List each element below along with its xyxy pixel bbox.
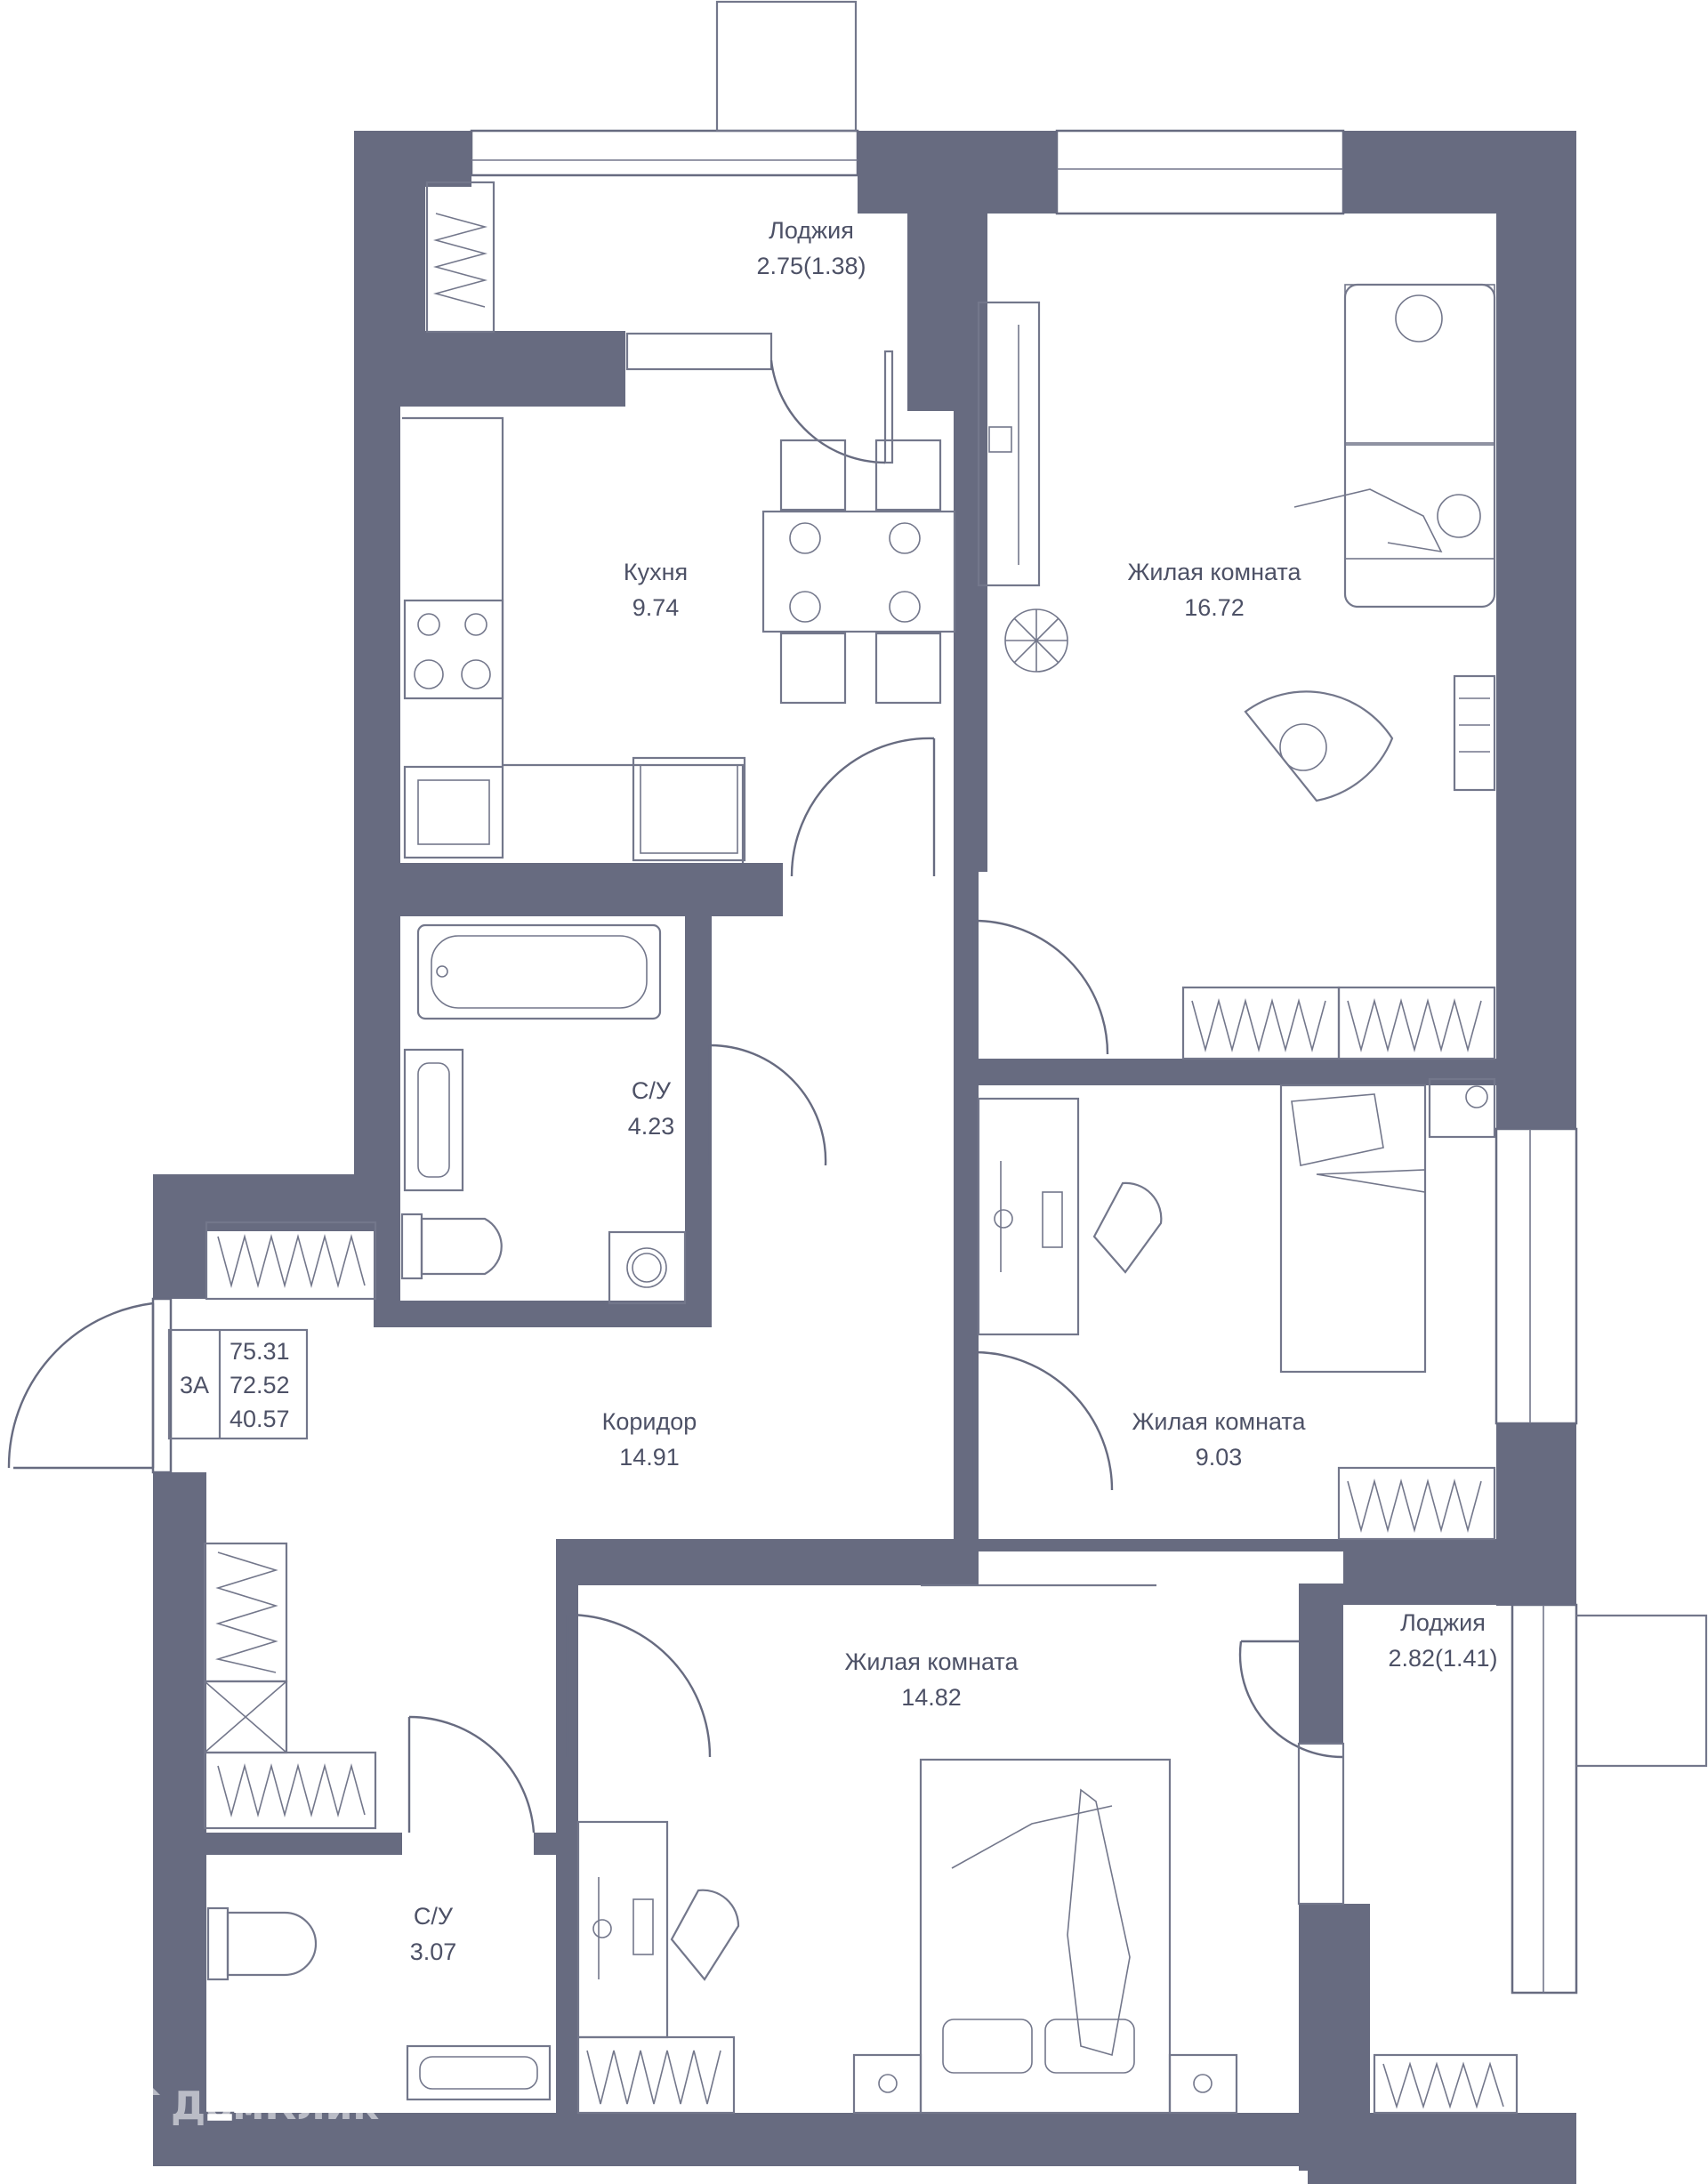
room-name-corridor: Коридор (602, 1408, 697, 1435)
lower-living-furniture (576, 1584, 1238, 2115)
balcony-outlines (715, 0, 1708, 1768)
dining-table (761, 510, 956, 633)
room-name-living-bottom: Жилая комната (844, 1648, 1019, 1675)
double-bed (919, 1758, 1172, 2115)
desk (977, 1097, 1080, 1336)
room-area-living-bottom: 14.82 (901, 1684, 962, 1711)
bed (1279, 1084, 1427, 1374)
room-area-loggia-right: 2.82(1.41) (1388, 1645, 1497, 1672)
apartment-badge: 3А 75.31 72.52 40.57 (167, 1328, 309, 1440)
plant-icon (1004, 608, 1068, 673)
watermark: ДомКлик (107, 2068, 379, 2129)
toilet-icon (400, 1213, 423, 1280)
room-name-living-top: Жилая комната (1127, 559, 1301, 585)
room-name-loggia-top: Лоджия (769, 217, 854, 244)
room-name-bath-top: С/У (632, 1077, 672, 1104)
fridge-icon (632, 756, 746, 862)
doors (7, 332, 1345, 1906)
total-area: 75.31 (230, 1338, 290, 1365)
living-top-furniture (977, 283, 1496, 802)
wardrobes (203, 181, 1519, 2115)
room-area-corridor: 14.91 (619, 1444, 680, 1471)
nightstand (1428, 1077, 1496, 1139)
nightstand-right (1168, 2053, 1238, 2115)
armchair (1244, 690, 1394, 802)
room-area-kitchen: 9.74 (632, 594, 680, 621)
bathtub-icon (416, 923, 662, 1020)
windows (151, 129, 1578, 2124)
chair-lower (670, 1889, 740, 1981)
toilet-lower-icon (206, 1906, 230, 1981)
apartment-type: 3А (180, 1372, 209, 1398)
room-name-loggia-right: Лоджия (1400, 1609, 1486, 1636)
nightstand-left (852, 2053, 922, 2115)
desk-lower (576, 1820, 669, 2039)
watermark-text: ДомКлик (171, 2083, 379, 2129)
room-area-bath-top: 4.23 (628, 1113, 675, 1140)
washbasin-icon (403, 1048, 464, 1192)
house-icon (107, 2068, 160, 2119)
mid-room-furniture (977, 1077, 1496, 1374)
washbasin-lower-icon (406, 2044, 552, 2101)
bath-bottom-furniture (206, 1906, 552, 2101)
room-area-living-mid: 9.03 (1196, 1444, 1243, 1471)
chair (1092, 1181, 1163, 1274)
room-name-kitchen: Кухня (624, 559, 688, 585)
bookshelf (1453, 674, 1496, 792)
washing-machine-icon (608, 1230, 687, 1305)
walls (153, 131, 1576, 2184)
sink-icon (403, 765, 504, 859)
living-area: 40.57 (230, 1406, 290, 1432)
room-area-loggia-top: 2.75(1.38) (756, 253, 866, 279)
area-without-balcony: 72.52 (230, 1372, 290, 1398)
room-name-living-mid: Жилая комната (1132, 1408, 1306, 1435)
room-name-bath-bottom: С/У (414, 1903, 454, 1930)
room-area-bath-bottom: 3.07 (410, 1938, 457, 1965)
kitchen-furniture (402, 416, 956, 863)
room-area-living-top: 16.72 (1184, 594, 1245, 621)
room-labels: Лоджия 2.75(1.38) Кухня 9.74 Жилая комна… (410, 217, 1498, 1965)
tv-stand (977, 301, 1041, 587)
stove-icon (403, 599, 504, 700)
bath-top-furniture (400, 923, 687, 1305)
